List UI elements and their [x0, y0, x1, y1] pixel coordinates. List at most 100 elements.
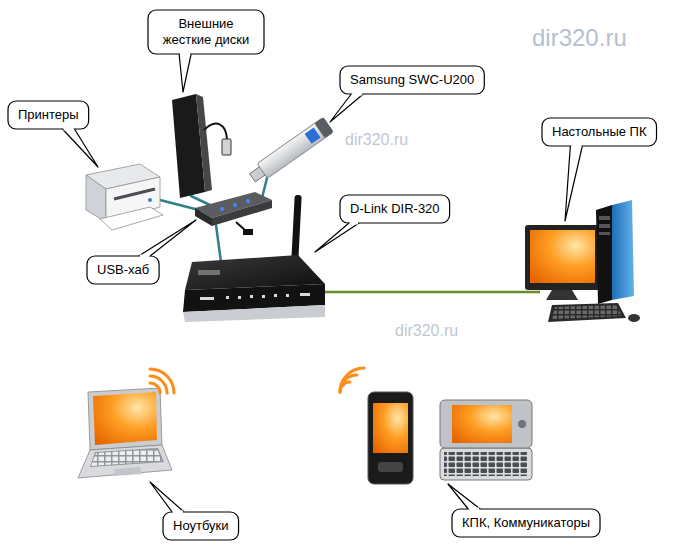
callout-bubble: D-Link DIR-320: [340, 195, 450, 223]
router-icon-part-part: [274, 294, 277, 297]
callout-bubble: Ноутбуки: [163, 512, 239, 540]
bubble-outline: [87, 256, 159, 284]
usb-cable-part: [262, 178, 267, 198]
callout-text: D-Link DIR-320: [350, 201, 440, 217]
callout-bubble: Настольные ПК: [542, 118, 657, 146]
callout-text: Внешние жесткие диски: [158, 16, 254, 48]
bubble-tail-joint: [352, 93, 362, 96]
hard-drive-icon-part: [204, 124, 227, 139]
desktop-pc-icon-part: [599, 232, 610, 235]
desktop-pc-icon: [525, 200, 640, 322]
pda-icon-part: [378, 462, 403, 472]
bubble-tail-joint: [173, 511, 183, 514]
desktop-pc-icon-part: [612, 200, 634, 300]
laptop-icon-part: [90, 448, 164, 467]
desktop-pc-icon-part: [552, 305, 622, 319]
desktop-pc-icon-part: [525, 225, 600, 290]
wifi-waves-part: [150, 376, 167, 393]
router-icon: [183, 195, 325, 322]
callout-bubble-outline: [448, 484, 600, 537]
bubble-tail-joint: [63, 128, 73, 131]
callout-bubble: USB-хаб: [87, 256, 159, 284]
callout-bubble-outline: [315, 195, 450, 252]
usb-hub-icon-part: [195, 208, 212, 226]
desktop-pc-icon-part: [599, 216, 610, 220]
bubble-outline: [8, 101, 89, 129]
watermark: dir320.ru: [345, 131, 408, 149]
bubble-tail: [62, 129, 98, 167]
usb-cable-part: [216, 225, 221, 262]
desktop-pc-icon-part: [599, 224, 610, 228]
desktop-pc-icon-part: [546, 290, 578, 300]
bubble-tail-joint: [180, 53, 190, 56]
pda-icon: [368, 392, 413, 484]
bubble-tail-joint: [571, 145, 581, 148]
watermark: dir320.ru: [532, 24, 627, 52]
router-icon-part-part: [286, 294, 289, 297]
desktop-pc-icon-part: [596, 205, 612, 304]
router-icon-part: [185, 255, 325, 290]
bubble-tail: [139, 220, 196, 256]
bubble-tail-joint: [469, 508, 479, 511]
router-icon-part-part: [226, 296, 229, 299]
usb-hub-icon-part: [212, 200, 272, 226]
router-icon-part-part: [262, 295, 265, 298]
usb-modem-icon: [247, 117, 334, 185]
communicator-icon-part: [452, 405, 512, 443]
router-icon-part-part: [238, 296, 241, 299]
wifi-waves-part: [340, 368, 364, 392]
callout-bubble: Samsung SWC-U200: [340, 66, 484, 94]
bubble-tail: [565, 146, 582, 221]
desktop-pc-icon-part: [548, 303, 626, 322]
laptop-icon-part: [91, 449, 162, 466]
router-icon-part: [200, 293, 310, 300]
callout-text: USB-хаб: [97, 262, 149, 278]
bubble-outline: [163, 512, 239, 540]
bubble-tail: [330, 94, 363, 122]
router-icon-part: [198, 270, 220, 275]
usb-modem-icon-part: [305, 128, 321, 144]
desktop-pc-icon-part: [530, 230, 595, 283]
usb-hub-icon-part: [246, 199, 250, 203]
router-icon-part-part: [300, 293, 310, 296]
bubble-outline: [148, 10, 264, 54]
laptop-icon-part: [88, 388, 162, 450]
ethernet-cable: [324, 292, 540, 293]
callout-bubble: КПК, Коммуникаторы: [452, 509, 600, 537]
router-icon-part: [183, 305, 325, 322]
ethernet-cable-part: [324, 291, 540, 294]
callout-text: КПК, Коммуникаторы: [462, 515, 590, 531]
printer-icon-part: [86, 175, 106, 222]
communicator-icon-part: [440, 448, 532, 480]
callout-text: Принтеры: [18, 107, 79, 123]
hard-drive-icon-part: [196, 94, 212, 192]
router-icon-part-part: [200, 297, 214, 300]
callout-bubble-outline: [87, 220, 196, 284]
pda-icon-part: [368, 392, 413, 484]
usb-hub-icon-part: [233, 203, 237, 207]
communicator-icon: [440, 400, 532, 480]
callout-text: Ноутбуки: [173, 518, 229, 534]
bubble-tail: [448, 484, 480, 509]
bubble-tail-joint: [140, 255, 149, 258]
callout-bubble-outline: [148, 10, 264, 92]
communicator-icon-part: [518, 420, 526, 428]
hard-drive-icon-part: [222, 139, 231, 155]
desktop-pc-icon-part: [628, 314, 640, 322]
bubble-tail: [150, 482, 184, 512]
laptop-icon-part: [113, 467, 142, 476]
printer-icon-part: [148, 198, 152, 202]
callout-bubble-outline: [8, 101, 98, 167]
callout-bubble: Внешние жесткие диски: [148, 10, 264, 54]
wifi-waves: [150, 368, 364, 393]
usb-hub-icon-part: [243, 229, 253, 235]
callout-bubble-outline: [150, 482, 239, 540]
usb-hub-icon-part: [220, 207, 224, 211]
callout-bubble-outline: [330, 66, 484, 122]
communicator-icon-part: [444, 452, 528, 476]
bubble-tail: [179, 54, 191, 92]
communicator-icon-part: [440, 400, 532, 448]
callout-bubble-outline: [542, 118, 657, 221]
